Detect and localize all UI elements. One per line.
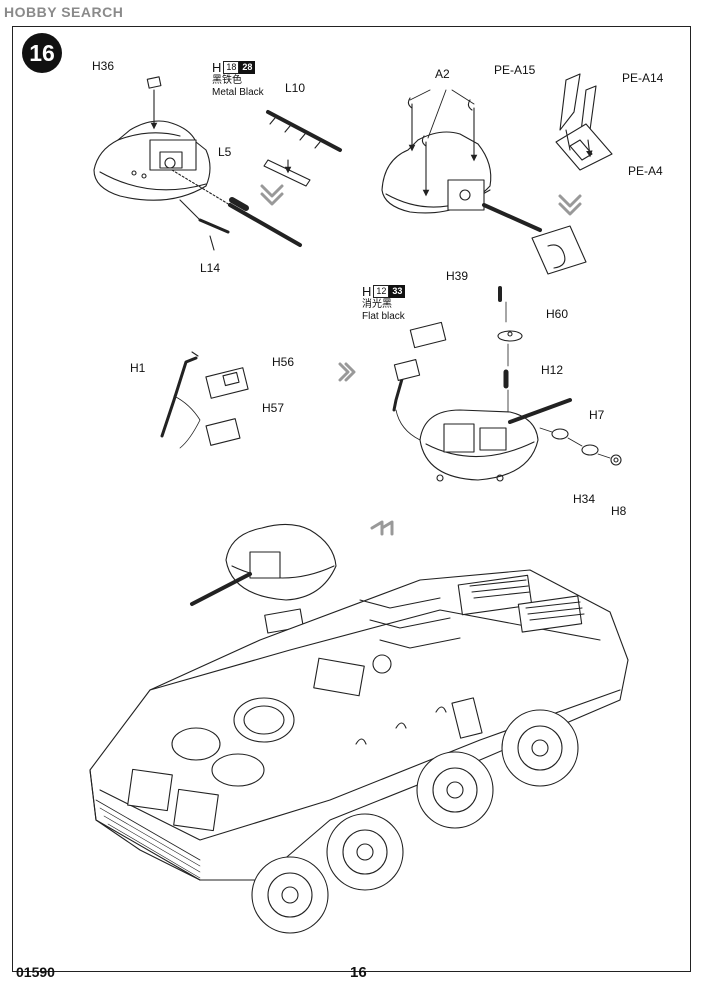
product-code: 01590 <box>16 964 55 980</box>
road-wheels <box>252 710 578 933</box>
label-h57: H57 <box>262 401 285 415</box>
label-pe-a15: PE-A15 <box>494 63 536 77</box>
paint-chinese-flat-black: 消光黑 <box>362 299 392 310</box>
paint-letter: H <box>212 60 222 75</box>
page-frame <box>12 26 691 972</box>
paint-code-a: 12 <box>373 285 390 298</box>
label-h8: H8 <box>611 504 627 518</box>
label-h36: H36 <box>92 59 115 73</box>
paint-callout-metal-black: H 18 28 <box>212 60 256 75</box>
label-l5: L5 <box>218 145 232 159</box>
label-h39: H39 <box>446 269 469 283</box>
paint-english-flat-black: Flat black <box>362 311 405 322</box>
label-h1: H1 <box>130 361 146 375</box>
page-number: 16 <box>350 964 367 981</box>
label-a2: A2 <box>435 67 450 81</box>
watermark-text: HOBBY SEARCH <box>4 4 124 20</box>
label-h7: H7 <box>589 408 605 422</box>
paint-code-b: 33 <box>389 285 406 298</box>
label-h60: H60 <box>546 307 569 321</box>
paint-code-b: 28 <box>239 61 256 74</box>
label-pe-a14: PE-A14 <box>622 71 664 85</box>
label-l14: L14 <box>200 261 221 275</box>
paint-callout-flat-black: H 12 33 <box>362 284 406 299</box>
paint-letter: H <box>362 284 372 299</box>
turret-subassembly-2 <box>382 74 612 274</box>
btr-vehicle-hull <box>90 524 628 933</box>
paint-code-a: 18 <box>223 61 240 74</box>
label-h34: H34 <box>573 492 596 506</box>
step-number-badge: 16 <box>22 33 62 73</box>
paint-chinese-metal-black: 黑铁色 <box>212 75 242 86</box>
label-pe-a4: PE-A4 <box>628 164 663 178</box>
turret-subassembly-1 <box>94 77 340 250</box>
hatch-parts-subassembly <box>162 352 354 448</box>
label-h12: H12 <box>541 363 564 377</box>
label-h56: H56 <box>272 355 295 369</box>
label-l10: L10 <box>285 81 306 95</box>
turret-bowl-subassembly <box>394 288 621 481</box>
paint-english-metal-black: Metal Black <box>212 87 264 98</box>
